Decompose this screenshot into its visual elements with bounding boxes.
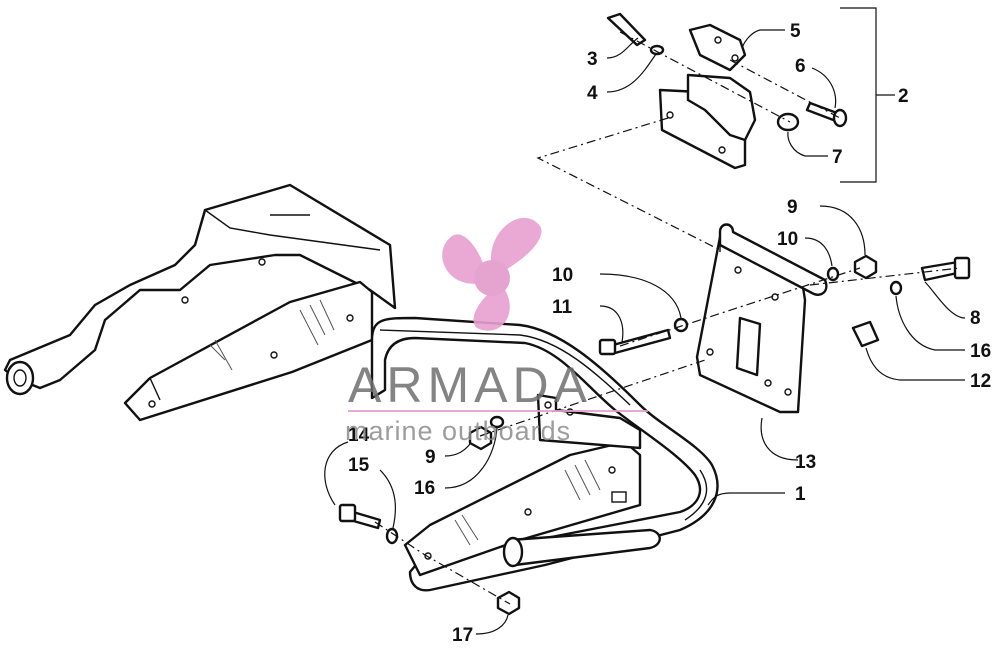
group-2-bracket [840, 7, 895, 183]
callout-4: 4 [587, 83, 598, 104]
watermark: ARMADA marine outboards [345, 217, 648, 446]
mounting-plate [695, 223, 828, 414]
callout-10-center: 10 [552, 265, 573, 286]
left-triangle-plate [123, 280, 374, 422]
callout-8: 8 [970, 308, 981, 329]
cross-tube [502, 528, 661, 568]
callout-1: 1 [795, 484, 806, 505]
tube-frame [370, 316, 719, 592]
fasteners [338, 12, 971, 616]
left-upper-bracket [3, 183, 397, 396]
callout-10-top: 10 [777, 229, 798, 250]
callout-5: 5 [790, 21, 801, 42]
callout-15: 15 [348, 455, 370, 476]
callout-11: 11 [552, 297, 573, 318]
callout-7: 7 [832, 147, 843, 168]
callout-16-left: 16 [414, 478, 435, 499]
callout-6: 6 [795, 56, 806, 77]
callout-13: 13 [795, 452, 816, 473]
callout-16-right: 16 [970, 341, 991, 362]
propeller-icon [442, 217, 542, 331]
callout-9-top: 9 [787, 197, 798, 218]
watermark-brand: ARMADA [348, 357, 592, 413]
callout-3: 3 [587, 49, 598, 70]
callout-12: 12 [970, 371, 991, 392]
right-triangle-plate [403, 440, 642, 577]
callout-14: 14 [348, 425, 370, 446]
callout-labels: 1 2 3 4 5 6 7 8 9 9 10 10 11 12 13 14 15… [348, 21, 991, 646]
hinge-assembly [658, 23, 757, 170]
callout-2: 2 [898, 86, 909, 107]
leader-lines [324, 29, 966, 635]
callout-17: 17 [452, 625, 473, 646]
callout-9-left: 9 [425, 447, 436, 468]
center-lines [374, 31, 961, 605]
watermark-rule [348, 410, 648, 412]
watermark-tagline: marine outboards [345, 416, 571, 446]
